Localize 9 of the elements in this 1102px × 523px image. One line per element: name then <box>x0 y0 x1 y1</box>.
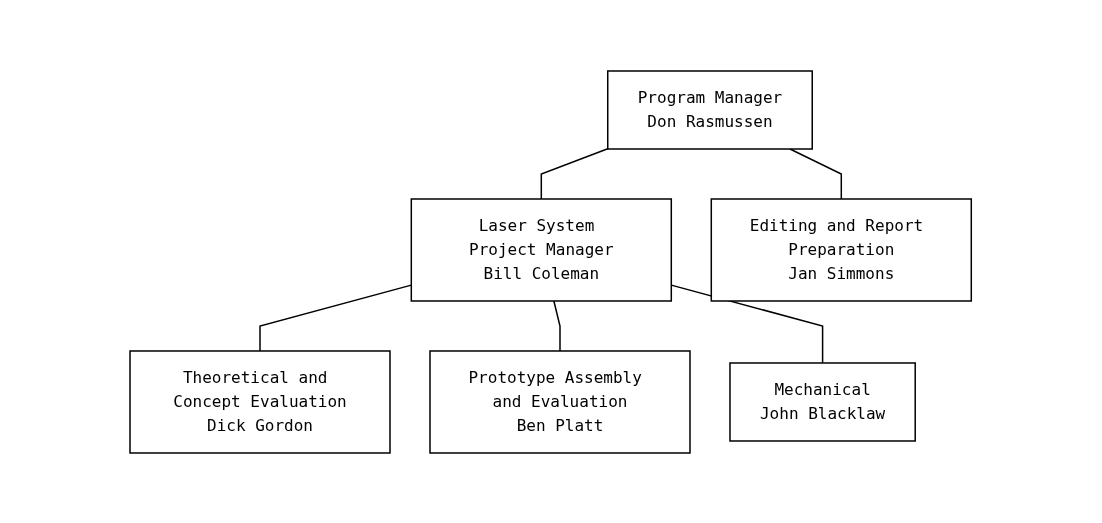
node-box: Editing and Report Preparation Jan Simmons <box>710 197 973 302</box>
node-box: Prototype Assembly and Evaluation Ben Platt <box>429 349 692 454</box>
connector <box>553 299 562 352</box>
node-box: Laser System Project Manager Bill Coleman <box>410 197 673 302</box>
node-box: Mechanical John Blacklaw <box>729 361 917 442</box>
node-box: Program Manager Don Rasmussen <box>607 69 814 150</box>
connector <box>789 147 843 200</box>
node-box: Theoretical and Concept Evaluation Dick Gordon <box>129 349 392 454</box>
connector <box>540 147 609 200</box>
